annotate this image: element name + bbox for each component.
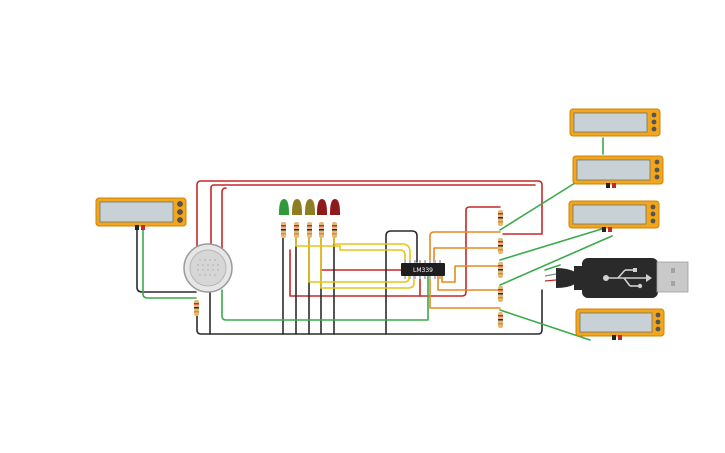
resistor[interactable] (294, 222, 299, 238)
led-olive[interactable] (292, 199, 302, 215)
multimeter-top[interactable] (569, 108, 661, 137)
probe-black[interactable] (602, 227, 606, 232)
multimeter-bottom[interactable] (575, 308, 665, 340)
probe-red[interactable] (141, 225, 145, 230)
multimeter-jack[interactable] (177, 217, 183, 223)
multimeter-jack[interactable] (655, 326, 661, 332)
wire-green-meter-4[interactable] (499, 309, 591, 341)
wire-green-sensor[interactable] (221, 267, 429, 321)
wire-red-mid[interactable] (289, 206, 501, 297)
wire-yellow-3[interactable] (333, 237, 411, 263)
usb-icon (603, 268, 652, 289)
resistor[interactable] (332, 222, 337, 238)
multimeter-screen (99, 201, 174, 223)
multimeter-screen (576, 159, 651, 181)
wire-orange-2[interactable] (433, 247, 501, 263)
resistor-ladder (498, 210, 503, 328)
usb-power-cable[interactable] (544, 258, 689, 298)
multimeter-screen (573, 112, 648, 133)
led-red[interactable] (317, 199, 327, 215)
resistor[interactable] (498, 210, 503, 226)
multimeter-jack[interactable] (651, 126, 657, 132)
resistor[interactable] (498, 238, 503, 254)
probe-red[interactable] (608, 227, 612, 232)
multimeter-jack[interactable] (654, 174, 660, 180)
multimeter-jack[interactable] (177, 201, 183, 207)
resistor[interactable] (307, 222, 312, 238)
comparator-ic[interactable]: LM339 (401, 260, 445, 279)
wire-red-top-2[interactable] (210, 184, 536, 251)
wire-green-meter-3[interactable] (499, 235, 613, 286)
wire-red-top-3[interactable] (221, 187, 227, 251)
resistor[interactable] (498, 286, 503, 302)
multimeter-jack[interactable] (654, 159, 660, 165)
multimeter-jack[interactable] (654, 167, 660, 173)
multimeter-jack[interactable] (650, 211, 656, 217)
multimeter-jack[interactable] (651, 119, 657, 125)
multimeter-jack[interactable] (651, 112, 657, 118)
multimeter-jack[interactable] (650, 204, 656, 210)
usb-plug-metal (656, 261, 689, 293)
multimeter-3[interactable] (568, 200, 660, 232)
wire-orange-4[interactable] (441, 265, 501, 283)
leds (279, 199, 340, 215)
chip-label: LM339 (413, 267, 433, 274)
multimeter-screen (572, 204, 647, 225)
resistor[interactable] (498, 312, 503, 328)
probe-red[interactable] (612, 183, 616, 188)
wire-green-usb[interactable] (544, 264, 561, 271)
wire-red-top-1[interactable] (196, 180, 543, 251)
resistor[interactable] (498, 262, 503, 278)
sound-sensor[interactable] (183, 243, 233, 293)
wire-green-meter-2[interactable] (499, 227, 606, 261)
wire-orange-3[interactable] (437, 275, 501, 291)
wire-orange-1[interactable] (429, 231, 501, 263)
multimeter-left[interactable] (95, 197, 187, 230)
wire-yellow-2[interactable] (308, 237, 410, 283)
multimeter-jack[interactable] (177, 209, 183, 215)
wire-black-meter-left[interactable] (136, 228, 197, 293)
wire-yellow-1[interactable] (295, 237, 406, 263)
sensor-mesh (197, 259, 219, 276)
wire-green-meter-1[interactable] (499, 182, 576, 231)
multimeter-2[interactable] (572, 155, 664, 188)
multimeter-jack[interactable] (655, 319, 661, 325)
probe-red[interactable] (618, 335, 622, 340)
led-olive[interactable] (305, 199, 315, 215)
led-green[interactable] (279, 199, 289, 215)
resistor[interactable] (281, 222, 286, 238)
probe-black[interactable] (606, 183, 610, 188)
multimeter-jack[interactable] (650, 218, 656, 224)
wire-black-bottom[interactable] (196, 289, 543, 335)
resistor[interactable] (194, 300, 199, 316)
probe-black[interactable] (612, 335, 616, 340)
wires (136, 137, 613, 341)
led-red[interactable] (330, 199, 340, 215)
multimeter-jack[interactable] (655, 312, 661, 318)
led-resistors (281, 222, 337, 238)
multimeter-screen (579, 312, 653, 333)
wire-orange-5[interactable] (429, 275, 501, 309)
resistor[interactable] (319, 222, 324, 238)
wire-black-ic[interactable] (385, 230, 418, 335)
probe-black[interactable] (135, 225, 139, 230)
wire-yellow-4[interactable] (320, 237, 415, 289)
wire-green-meter-left[interactable] (142, 228, 197, 299)
